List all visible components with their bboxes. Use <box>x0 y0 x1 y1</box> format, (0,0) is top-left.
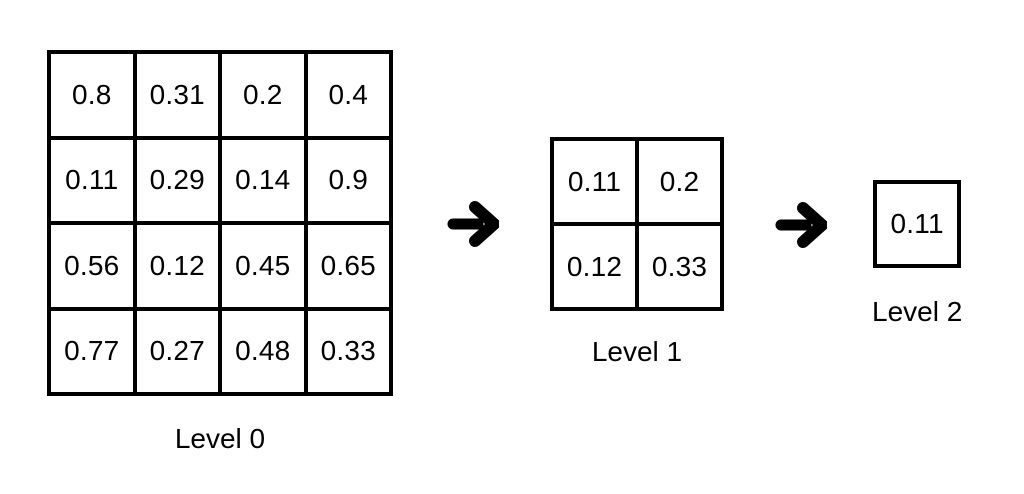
grid-cell: 0.4 <box>307 54 389 136</box>
grid-cell: 0.11 <box>554 141 635 222</box>
grid-cell: 0.27 <box>136 310 218 392</box>
grid-cell: 0.45 <box>222 225 304 307</box>
grid-cell: 0.33 <box>307 310 389 392</box>
grid-cell: 0.2 <box>639 141 720 222</box>
grid-cell: 0.8 <box>51 54 133 136</box>
grid-cell: 0.29 <box>136 139 218 221</box>
level-1-block: 0.11 0.2 0.12 0.33 Level 1 <box>550 137 724 369</box>
grid-cell: 0.9 <box>307 139 389 221</box>
grid-cell: 0.77 <box>51 310 133 392</box>
level-2-grid: 0.11 <box>873 180 962 268</box>
grid-cell: 0.65 <box>307 225 389 307</box>
grid-cell: 0.56 <box>51 225 133 307</box>
level-1-label: Level 1 <box>591 336 683 367</box>
right-arrow-icon <box>447 201 499 247</box>
level-0-label: Level 0 <box>174 423 266 454</box>
level-2-label: Level 2 <box>872 296 963 327</box>
grid-cell: 0.11 <box>877 184 958 264</box>
grid-cell: 0.11 <box>51 139 133 221</box>
grid-cell: 0.33 <box>639 226 720 307</box>
level-0-block: 0.8 0.31 0.2 0.4 0.11 0.29 0.14 0.9 0.56… <box>47 50 393 456</box>
right-arrow-icon <box>775 202 827 248</box>
grid-cell: 0.12 <box>136 225 218 307</box>
grid-cell: 0.14 <box>222 139 304 221</box>
grid-cell: 0.12 <box>554 226 635 307</box>
level-1-grid: 0.11 0.2 0.12 0.33 <box>550 137 724 311</box>
grid-cell: 0.31 <box>136 54 218 136</box>
level-0-grid: 0.8 0.31 0.2 0.4 0.11 0.29 0.14 0.9 0.56… <box>47 50 393 396</box>
grid-cell: 0.2 <box>222 54 304 136</box>
level-2-block: 0.11 Level 2 <box>872 180 962 329</box>
grid-cell: 0.48 <box>222 310 304 392</box>
